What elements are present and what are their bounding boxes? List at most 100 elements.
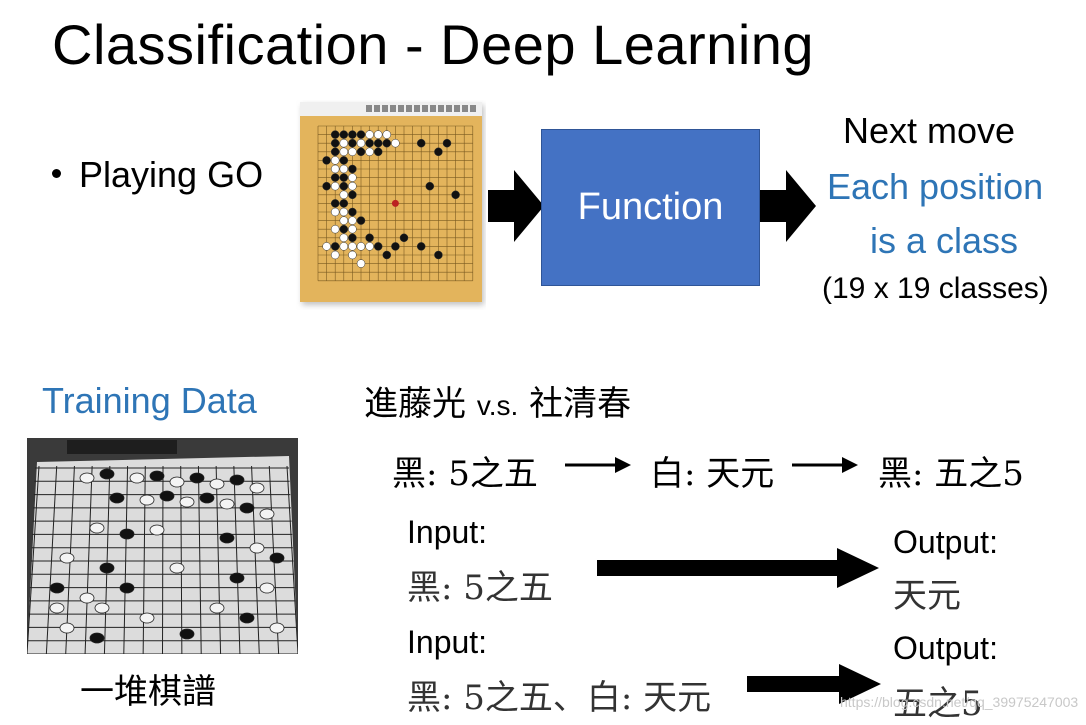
arrow-from-function <box>760 170 816 242</box>
photo-white-stone <box>210 603 224 613</box>
black-stone <box>443 139 451 147</box>
black-stone <box>340 131 348 139</box>
black-stone <box>374 242 382 250</box>
move-2: 白: 天元 <box>650 446 774 495</box>
white-stone <box>348 182 356 190</box>
photo-black-stone <box>220 533 234 543</box>
watermark: https://blog.csdn.net/qq_39975247003 <box>840 694 1078 710</box>
bullet-dot-icon <box>52 169 61 178</box>
photo-white-stone <box>260 509 274 519</box>
white-player: 社清春 <box>529 384 631 424</box>
white-stone <box>340 242 348 250</box>
black-stone <box>340 182 348 190</box>
toolbar-button-icon <box>382 105 388 112</box>
arrow-to-function <box>488 170 544 242</box>
example1-input-label: Input: <box>407 514 487 551</box>
move-3: 黑: 五之5 <box>878 446 1024 495</box>
toolbar-button-icon <box>470 105 476 112</box>
players-line: 進藤光 v.s. 社清春 <box>364 376 631 425</box>
photo-black-stone <box>50 583 64 593</box>
white-stone <box>340 217 348 225</box>
white-stone <box>340 165 348 173</box>
white-stone <box>348 148 356 156</box>
white-stone <box>383 131 391 139</box>
toolbar-button-icon <box>462 105 468 112</box>
photo-black-stone <box>110 493 124 503</box>
photo-white-stone <box>80 593 94 603</box>
black-stone <box>391 242 399 250</box>
versus-label: v.s. <box>477 390 518 421</box>
black-stone <box>348 191 356 199</box>
photo-black-stone <box>240 503 254 513</box>
black-stone <box>331 131 339 139</box>
black-stone <box>374 139 382 147</box>
photo-black-stone <box>120 583 134 593</box>
photo-black-stone <box>230 573 244 583</box>
white-stone <box>348 174 356 182</box>
photo-black-stone <box>160 491 174 501</box>
function-box: Function <box>541 129 760 286</box>
black-stone <box>348 234 356 242</box>
photo-white-stone <box>60 623 74 633</box>
photo-black-stone <box>100 469 114 479</box>
white-stone <box>374 131 382 139</box>
black-stone <box>417 139 425 147</box>
black-stone <box>452 191 460 199</box>
sequence-arrow-1 <box>565 456 631 474</box>
move-1: 黑: 5之五 <box>392 446 538 495</box>
toolbar-button-icon <box>422 105 428 112</box>
photo-white-stone <box>140 613 154 623</box>
white-stone <box>331 156 339 164</box>
white-stone <box>366 148 374 156</box>
photo-black-stone <box>180 629 194 639</box>
photo-black-stone <box>120 529 134 539</box>
each-position-text: Each position <box>827 166 1043 208</box>
black-stone <box>348 165 356 173</box>
photo-white-stone <box>130 473 144 483</box>
black-stone <box>357 148 365 156</box>
black-stone <box>417 242 425 250</box>
photo-white-stone <box>50 603 64 613</box>
black-stone <box>323 156 331 164</box>
toolbar-button-icon <box>406 105 412 112</box>
black-stone <box>348 131 356 139</box>
black-stone <box>400 234 408 242</box>
white-stone <box>348 242 356 250</box>
classes-count: (19 x 19 classes) <box>822 272 1049 306</box>
go-game-photo <box>27 438 298 654</box>
black-stone <box>331 148 339 156</box>
example2-input-value: 黑: 5之五、白: 天元 <box>407 670 711 719</box>
toolbar-button-icon <box>398 105 404 112</box>
black-stone <box>366 234 374 242</box>
black-stone <box>434 251 442 259</box>
example1-input-value: 黑: 5之五 <box>407 560 553 609</box>
photo-black-stone <box>230 475 244 485</box>
black-stone <box>331 139 339 147</box>
photo-black-stone <box>240 613 254 623</box>
black-stone <box>366 139 374 147</box>
black-stone <box>340 174 348 182</box>
photo-white-stone <box>180 497 194 507</box>
photo-black-stone <box>200 493 214 503</box>
photo-white-stone <box>210 479 224 489</box>
white-stone <box>357 242 365 250</box>
toolbar-button-icon <box>366 105 372 112</box>
white-stone <box>366 131 374 139</box>
white-stone <box>357 139 365 147</box>
training-data-heading: Training Data <box>42 380 257 422</box>
black-stone <box>357 131 365 139</box>
white-stone <box>340 139 348 147</box>
next-move-label: Next move <box>843 110 1015 152</box>
white-stone <box>348 217 356 225</box>
photo-black-stone <box>90 633 104 643</box>
last-move-marker <box>392 200 399 207</box>
is-a-class-text: is a class <box>870 220 1018 262</box>
black-stone <box>331 199 339 207</box>
white-stone <box>331 251 339 259</box>
white-stone <box>366 242 374 250</box>
white-stone <box>348 225 356 233</box>
example1-output-label: Output: <box>893 524 998 561</box>
photo-black-stone <box>100 563 114 573</box>
white-stone <box>331 182 339 190</box>
toolbar-button-icon <box>446 105 452 112</box>
